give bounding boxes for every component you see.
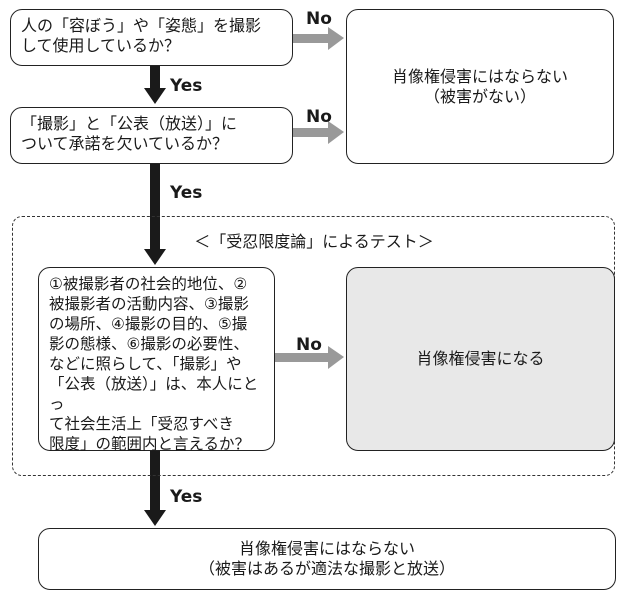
no-label-2: No — [306, 107, 332, 127]
question-3-line-1: ①被撮影者の社会的地位、② — [49, 275, 248, 293]
question-1-line-1: 人の「容ぼう」や「姿態」を撮影 — [21, 16, 262, 35]
no-arrow-2 — [293, 121, 344, 144]
yes-arrow-2 — [144, 164, 166, 265]
no-label-3: No — [296, 335, 322, 355]
question-1-line-2: して使用しているか？ — [21, 36, 181, 55]
result-1-line-2: （被害がない） — [423, 86, 536, 106]
result-no-violation-box-2: 肖像権侵害にはならない （被害はあるが適法な撮影と放送） — [38, 528, 616, 590]
question-3-line-6: 「公表（放送）」は、本人にとっ — [49, 375, 259, 413]
no-label-1: No — [306, 9, 332, 29]
no-arrow-1 — [293, 27, 344, 50]
question-3-line-7: て社会生活上「受忍すべき — [49, 415, 234, 433]
yes-label-1: Yes — [170, 76, 203, 96]
result-no-violation-box-1: 肖像権侵害にはならない （被害がない） — [346, 9, 614, 164]
result-1-line-1: 肖像権侵害にはならない — [391, 66, 568, 86]
yes-label-3: Yes — [170, 487, 203, 507]
question-2-line-2: ついて承諾を欠いているか？ — [21, 134, 229, 153]
yes-label-2: Yes — [170, 183, 203, 203]
result-violation-box: 肖像権侵害になる — [346, 267, 615, 451]
result-2-line-1: 肖像権侵害にはならない — [238, 539, 415, 558]
result-violation-label: 肖像権侵害になる — [416, 349, 545, 368]
question-2-line-1: 「撮影」と「公表（放送）」に — [21, 114, 238, 133]
question-3-line-2: 被撮影者の活動内容、③撮影 — [49, 295, 249, 313]
question-3-line-8: 限度」の範囲内と言えるか？ — [49, 435, 251, 453]
question-3-line-3: の場所、④撮影の目的、⑤撮 — [49, 315, 248, 333]
yes-arrow-3 — [144, 451, 166, 526]
question-3-line-5: などに照らして、「撮影」や — [49, 355, 242, 373]
question-3-line-4: 影の態様、⑥撮影の必要性、 — [49, 335, 249, 353]
no-arrow-3 — [275, 346, 344, 369]
yes-arrow-1 — [144, 66, 166, 104]
result-2-line-2: （被害はあるが適法な撮影と放送） — [198, 559, 455, 578]
question-2-box: 「撮影」と「公表（放送）」に ついて承諾を欠いているか？ — [10, 107, 293, 164]
test-section-title: ＜「受忍限度論」によるテスト＞ — [194, 232, 434, 251]
question-3-box: ①被撮影者の社会的地位、② 被撮影者の活動内容、③撮影 の場所、④撮影の目的、⑤… — [38, 267, 275, 453]
question-1-box: 人の「容ぼう」や「姿態」を撮影 して使用しているか？ — [10, 9, 293, 66]
